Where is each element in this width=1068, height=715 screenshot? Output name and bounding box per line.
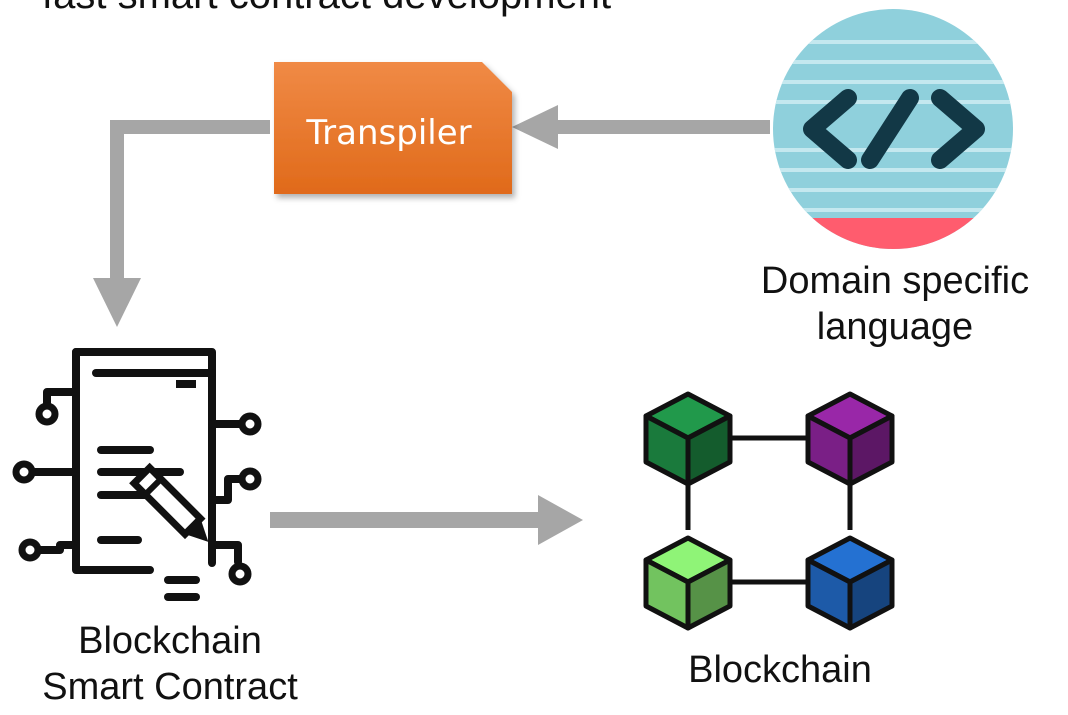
diagram-title: fast smart contract development <box>42 0 611 18</box>
blockchain-label: Blockchain <box>688 649 872 691</box>
block-cube-top-right <box>805 391 895 487</box>
block-cube-top-left <box>643 391 733 487</box>
smart-contract-label: Blockchain Smart Contract <box>0 619 350 710</box>
smart-contract-label-line1: Blockchain <box>78 620 262 662</box>
arrow-contract-to-blockchain <box>270 495 583 545</box>
arrow-transpiler-to-contract <box>93 120 270 327</box>
dsl-label: Domain specific language <box>715 259 1068 350</box>
arrow-dsl-to-transpiler <box>512 105 770 149</box>
block-cube-bottom-right <box>805 535 895 631</box>
dsl-label-line1: Domain specific <box>760 260 1030 302</box>
transpiler-label: Transpiler <box>306 113 472 153</box>
smart-contract-label-line2: Smart Contract <box>42 665 298 708</box>
block-cube-bottom-left <box>643 535 733 631</box>
dsl-label-line2: language <box>816 305 974 348</box>
